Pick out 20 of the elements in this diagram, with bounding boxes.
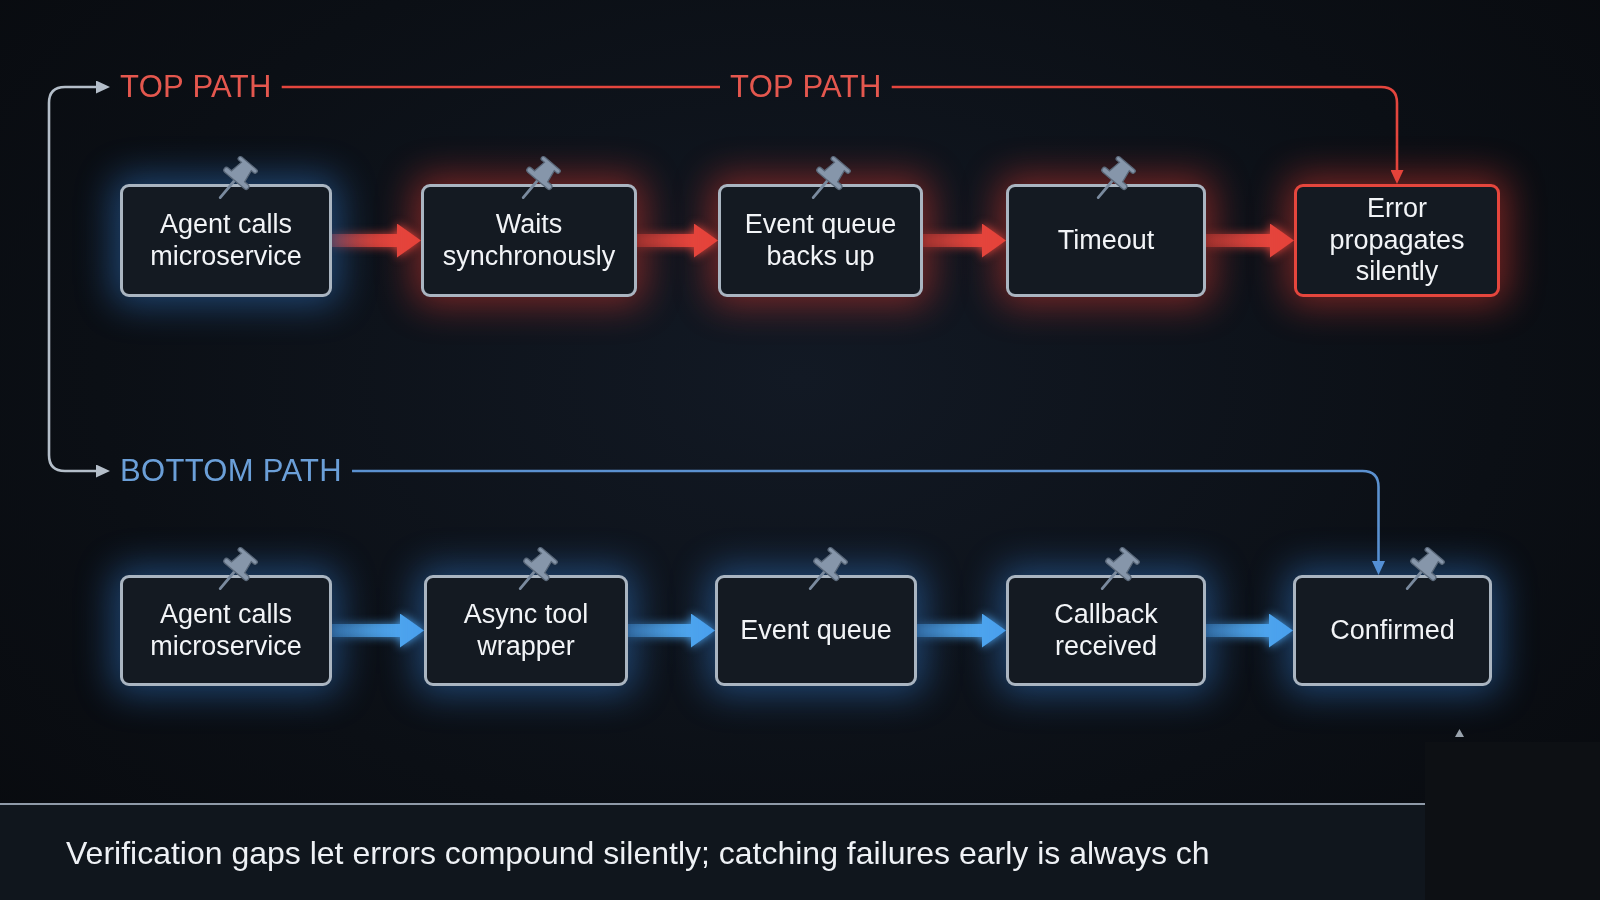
step-text: Callback received — [1053, 598, 1159, 663]
step-text: Timeout — [1057, 224, 1155, 257]
step-text: Confirmed — [1330, 614, 1455, 647]
block-arrow — [332, 613, 424, 648]
path-label: TOP PATH — [110, 68, 282, 106]
step-text: Agent calls microservice — [149, 208, 303, 273]
step-text: Event queue backs up — [743, 208, 898, 273]
path-label: BOTTOM PATH — [110, 452, 353, 490]
process-box — [1294, 184, 1500, 297]
step-text: Agent calls microservice — [149, 598, 303, 663]
arrow — [891, 85, 1404, 184]
path-label: TOP PATH — [720, 68, 892, 106]
connector-line — [281, 85, 720, 89]
caption-text: Verification gaps let errors compound silently; catching failures early is always ch — [66, 833, 1210, 873]
step-text: Event queue — [740, 614, 892, 647]
step-text: Async tool wrapper — [462, 598, 590, 663]
arrow — [47, 80, 110, 478]
step-text: Waits synchronously — [441, 208, 617, 273]
arrow — [352, 469, 1385, 575]
step-text: Error propagates silently — [1328, 192, 1466, 289]
